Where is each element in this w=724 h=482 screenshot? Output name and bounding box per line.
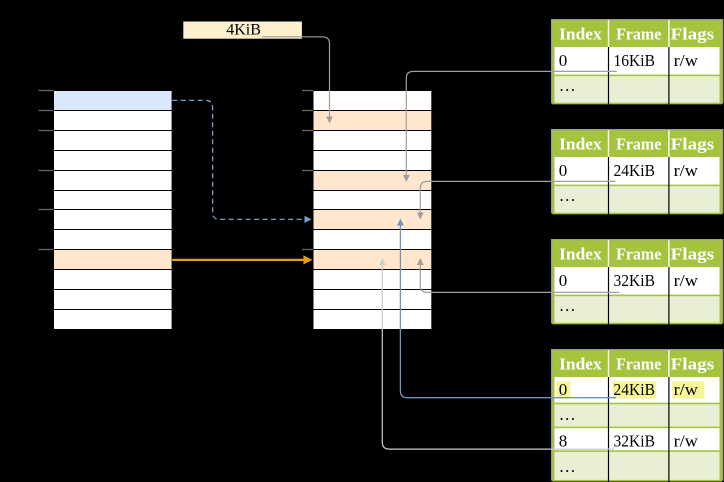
svg-text:Index: Index — [559, 355, 602, 374]
svg-text:r/w: r/w — [674, 271, 699, 290]
svg-text:Frame: Frame — [616, 245, 661, 264]
svg-text:…: … — [559, 457, 576, 476]
svg-text:0: 0 — [559, 161, 568, 180]
svg-text:Frame: Frame — [616, 135, 661, 154]
svg-text:r/w: r/w — [674, 51, 699, 70]
svg-text:0: 0 — [559, 271, 568, 290]
svg-text:Index: Index — [559, 135, 602, 154]
svg-text:4KiB: 4KiB — [226, 22, 261, 39]
svg-text:r/w: r/w — [674, 432, 699, 451]
svg-text:r/w: r/w — [674, 161, 699, 180]
svg-text:Frame: Frame — [616, 25, 661, 44]
svg-text:Flags: Flags — [671, 135, 715, 154]
svg-text:Index: Index — [559, 25, 602, 44]
svg-text:…: … — [559, 405, 576, 424]
svg-text:24KiB: 24KiB — [614, 161, 656, 180]
svg-text:8: 8 — [559, 432, 568, 451]
svg-text:Flags: Flags — [671, 355, 715, 374]
svg-text:32KiB: 32KiB — [614, 432, 656, 451]
svg-text:24KiB: 24KiB — [614, 380, 656, 399]
svg-text:r/w: r/w — [674, 380, 699, 399]
svg-text:…: … — [559, 76, 576, 95]
svg-text:32KiB: 32KiB — [614, 271, 656, 290]
svg-text:Flags: Flags — [671, 245, 715, 264]
svg-text:…: … — [559, 296, 576, 315]
svg-text:…: … — [559, 186, 576, 205]
svg-text:Flags: Flags — [671, 25, 715, 44]
svg-text:Frame: Frame — [616, 355, 661, 374]
svg-text:Index: Index — [559, 245, 602, 264]
svg-text:16KiB: 16KiB — [614, 51, 656, 70]
svg-text:0: 0 — [559, 380, 568, 399]
svg-text:0: 0 — [559, 51, 568, 70]
